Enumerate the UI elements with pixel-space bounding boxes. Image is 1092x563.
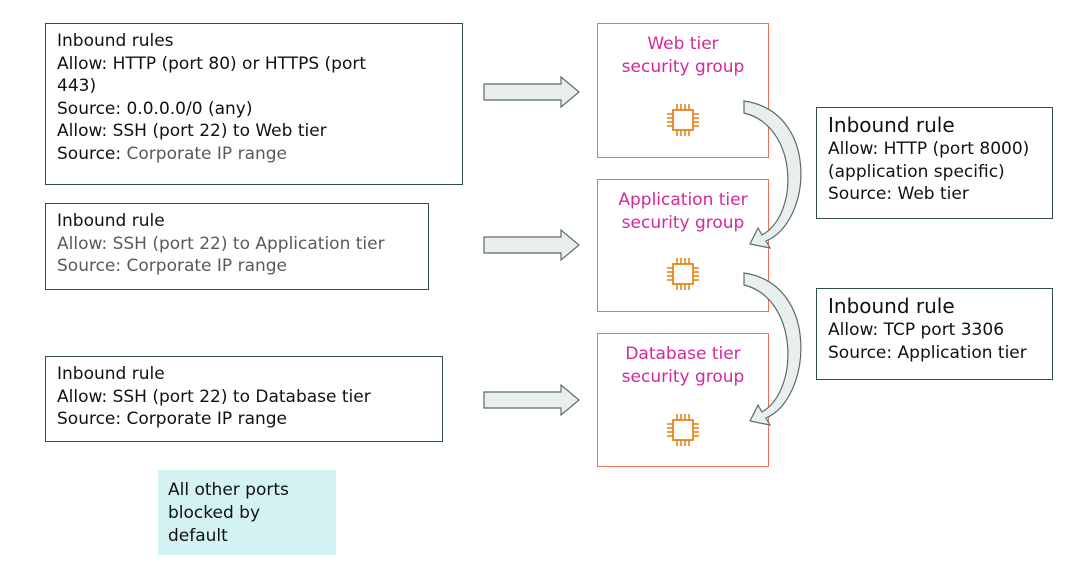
note-line: All other ports [168,480,289,500]
tier-title: Web tier [647,34,719,54]
rule-line: Source: Application tier [828,342,1027,363]
rule-line: Allow: SSH (port 22) to Application tier [57,233,385,254]
arrow-right-icon [483,383,580,417]
chip-icon [667,104,699,136]
web-tier-rules-box: Inbound rules Allow: HTTP (port 80) or H… [45,23,463,185]
rule-line: Allow: HTTP (port 8000) [828,139,1030,159]
database-tier-security-group: Database tier security group [597,333,769,467]
rule-line: Inbound rules [57,31,174,51]
tier-title: Database tier [625,344,741,364]
rule-line: Allow: SSH (port 22) to Web tier [57,121,327,141]
note-line: default [168,526,228,546]
source-label: Source: [57,143,122,164]
rule-line: Inbound rule [57,211,165,231]
web-tier-security-group: Web tier security group [597,23,769,158]
application-tier-rules-box: Inbound rule Allow: SSH (port 22) to App… [45,203,429,290]
rule-line: Source: Corporate IP range [57,256,288,276]
source-value: Corporate IP range [121,143,288,164]
tier-subtitle: security group [621,57,745,77]
rule-line: Allow: SSH (port 22) to Database tier [57,386,371,407]
rule-line: Source: 0.0.0.0/0 (any) [57,98,253,119]
application-tier-security-group: Application tier security group [597,179,769,312]
note-line: blocked by [168,503,261,523]
rule-line: 443) [57,76,97,96]
rule-line: Allow: HTTP (port 80) or HTTPS (port [57,53,367,74]
app-tier-inbound-rule-box: Inbound rule Allow: HTTP (port 8000) (ap… [816,107,1053,219]
rule-line: Source: Corporate IP range [57,143,452,166]
default-blocked-note: All other ports blocked by default [158,470,336,555]
rule-line: Source: Corporate IP range [57,409,288,429]
tier-subtitle: security group [621,213,745,233]
chip-icon [667,258,699,290]
chip-icon [667,414,699,446]
rule-line: Source: Web tier [828,184,969,204]
arrow-right-icon [483,75,580,109]
arrow-right-icon [483,228,580,262]
rule-line: Inbound rule [57,364,165,384]
db-tier-inbound-rule-box: Inbound rule Allow: TCP port 3306 Source… [816,288,1053,380]
tier-title: Application tier [618,190,748,210]
tier-subtitle: security group [621,367,745,387]
rule-title: Inbound rule [828,113,955,137]
rule-title: Inbound rule [828,294,955,318]
rule-line: (application specific) [828,161,1005,182]
rule-line: Allow: TCP port 3306 [828,320,1005,340]
database-tier-rules-box: Inbound rule Allow: SSH (port 22) to Dat… [45,356,443,442]
